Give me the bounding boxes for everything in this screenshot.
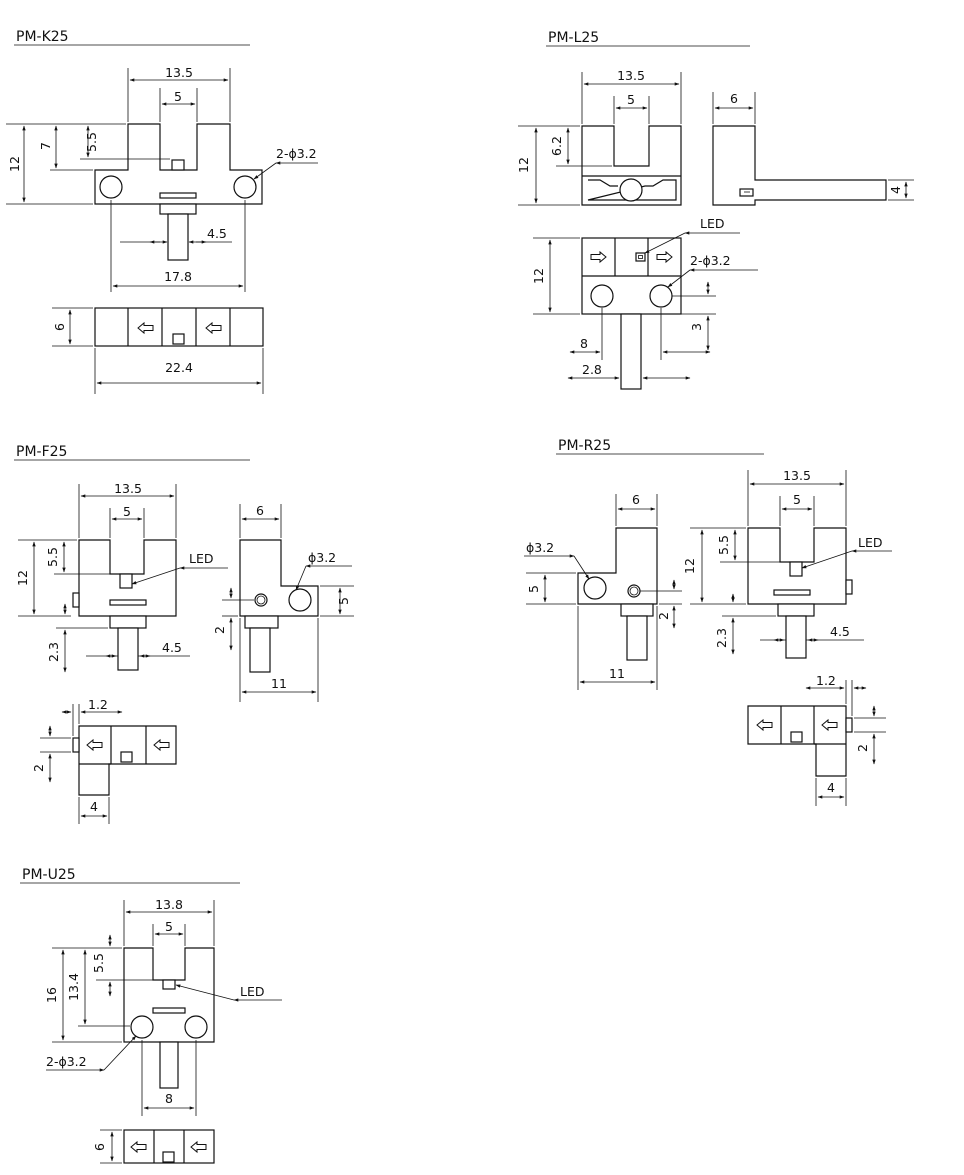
- dim-label: 11: [609, 666, 625, 681]
- pm-f25-drawing: PM-F25 13.5 5 12 5.5 LED 4.5 2.: [14, 444, 354, 824]
- dim-label: 1.2: [88, 697, 108, 712]
- dim-label: LED: [189, 551, 214, 566]
- dim-label: 4: [827, 780, 835, 795]
- dim-label: 17.8: [164, 269, 192, 284]
- dim-label: 12: [682, 558, 697, 574]
- dim-label: 6: [52, 323, 67, 331]
- dim-label: 5: [336, 597, 351, 605]
- dim-label: 2-ϕ3.2: [276, 146, 317, 161]
- dim-label: 2-ϕ3.2: [46, 1054, 87, 1069]
- pm-r25-drawing: PM-R25 6 ϕ3.2 5 11: [524, 438, 892, 806]
- pm-l25-title: PM-L25: [548, 30, 599, 46]
- dim-label: 5.5: [91, 953, 106, 973]
- dim-label: 12: [15, 570, 30, 586]
- dim-label: 5: [174, 89, 182, 104]
- dim-label: 6: [92, 1143, 107, 1151]
- dim-label: LED: [700, 216, 725, 231]
- dim-label: 7: [38, 142, 53, 150]
- dim-label: 13.5: [617, 68, 645, 83]
- dim-label: 5: [627, 92, 635, 107]
- dim-label: 2-ϕ3.2: [690, 253, 731, 268]
- dim-label: ϕ3.2: [308, 550, 336, 565]
- dim-label: 5.5: [45, 547, 60, 567]
- dim-label: 13.5: [783, 468, 811, 483]
- dim-label: 6: [730, 91, 738, 106]
- dim-label: 2.3: [714, 628, 729, 648]
- dim-label: 4.5: [207, 226, 227, 241]
- dim-label: 6.2: [549, 136, 564, 156]
- dim-label: 5: [123, 504, 131, 519]
- dim-label: 5: [793, 492, 801, 507]
- dim-label: 2: [31, 764, 46, 772]
- dim-label: LED: [858, 535, 883, 550]
- pm-k25-drawing: PM-K25 13.5 5 12 7 5.5 2-ϕ3.2: [6, 29, 318, 394]
- dim-label: 2.8: [582, 362, 602, 377]
- dim-label: ϕ3.2: [526, 540, 554, 555]
- dim-label: LED: [240, 984, 265, 999]
- pm-u25-title: PM-U25: [22, 867, 76, 883]
- dim-label: 12: [516, 157, 531, 173]
- dim-label: 13.4: [66, 973, 81, 1001]
- dim-label: 4.5: [162, 640, 182, 655]
- dim-label: 13.8: [155, 897, 183, 912]
- dim-label: 4.5: [830, 624, 850, 639]
- dim-label: 2.3: [46, 642, 61, 662]
- dim-label: 6: [632, 492, 640, 507]
- dim-label: 22.4: [165, 360, 193, 375]
- dim-label: 8: [580, 336, 588, 351]
- dim-label: 13.5: [165, 65, 193, 80]
- pm-l25-drawing: PM-L25 13.5 5 6 12 6.2 4: [516, 30, 914, 390]
- pm-f25-title: PM-F25: [16, 444, 67, 460]
- dim-label: 4: [90, 799, 98, 814]
- dim-label: 5.5: [84, 132, 99, 152]
- dim-label: 4: [888, 186, 903, 194]
- dim-label: 13.5: [114, 481, 142, 496]
- dim-label: 5: [165, 919, 173, 934]
- dim-label: 2: [656, 612, 671, 620]
- dim-label: 1.2: [816, 673, 836, 688]
- pm-r25-title: PM-R25: [558, 438, 611, 454]
- dim-label: 5: [526, 585, 541, 593]
- dim-label: 16: [44, 987, 59, 1003]
- pm-u25-drawing: PM-U25 13.8 5 16 13.4 5.5 LED 2-ϕ3.2: [20, 867, 282, 1164]
- dim-label: 6: [256, 503, 264, 518]
- dim-label: 2: [855, 744, 870, 752]
- dim-label: 11: [271, 676, 287, 691]
- dim-label: 3: [689, 323, 704, 331]
- pm-k25-title: PM-K25: [16, 29, 69, 45]
- dim-label: 12: [7, 156, 22, 172]
- dim-label: 8: [165, 1091, 173, 1106]
- dim-label: 5.5: [716, 535, 731, 555]
- dim-label: 2: [212, 626, 227, 634]
- dim-label: 12: [531, 268, 546, 284]
